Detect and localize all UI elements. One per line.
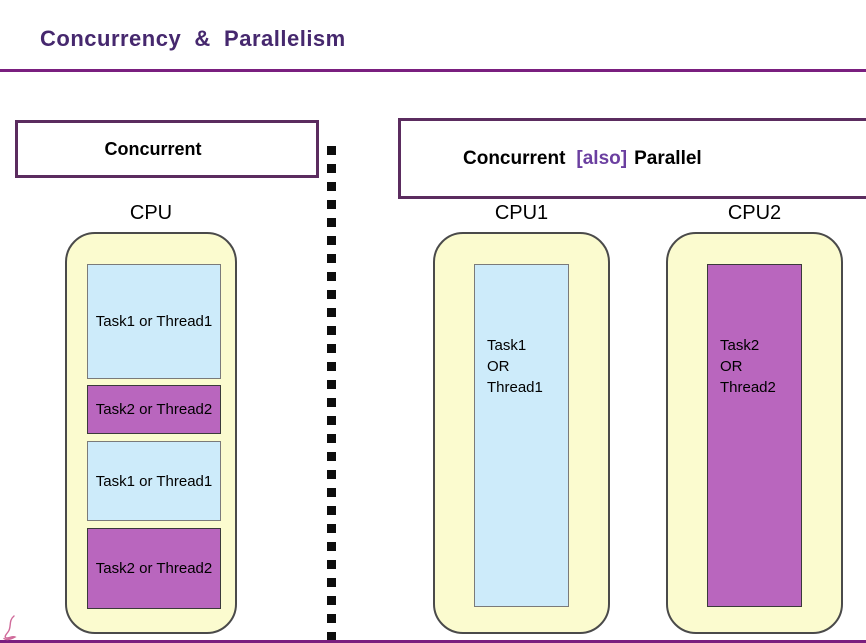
cpu1-label: CPU1 (494, 202, 549, 224)
parallel-header-concurrent: Concurrent (463, 147, 566, 169)
task-block: Task1 or Thread1 (87, 264, 221, 379)
signature-logo-icon (3, 615, 17, 641)
task-block: Task2 or Thread2 (87, 528, 221, 609)
bottom-divider-line (0, 640, 866, 643)
parallel-header-also: [also] (576, 147, 628, 169)
cpu2-container: Task2 OR Thread2 (666, 232, 843, 634)
parallel-header-parallel: Parallel (634, 147, 702, 169)
cpu2-label: CPU2 (727, 202, 782, 224)
section-divider-dotted-line (327, 146, 336, 643)
concurrent-header-box: Concurrent (15, 120, 319, 178)
task-block: Task2 or Thread2 (87, 385, 221, 434)
task-block: Task1 or Thread1 (87, 441, 221, 521)
concurrent-header-label: Concurrent (104, 138, 202, 159)
top-divider-line (0, 69, 866, 72)
parallel-header-box: Concurrent [also] Parallel (398, 118, 866, 199)
page-title: Concurrency & Parallelism (40, 26, 346, 51)
cpu1-task-block: Task1 OR Thread1 (474, 264, 569, 607)
cpu-label: CPU (129, 202, 173, 224)
cpu-container: Task1 or Thread1 Task2 or Thread2 Task1 … (65, 232, 237, 634)
cpu1-container: Task1 OR Thread1 (433, 232, 610, 634)
cpu2-task-block: Task2 OR Thread2 (707, 264, 802, 607)
